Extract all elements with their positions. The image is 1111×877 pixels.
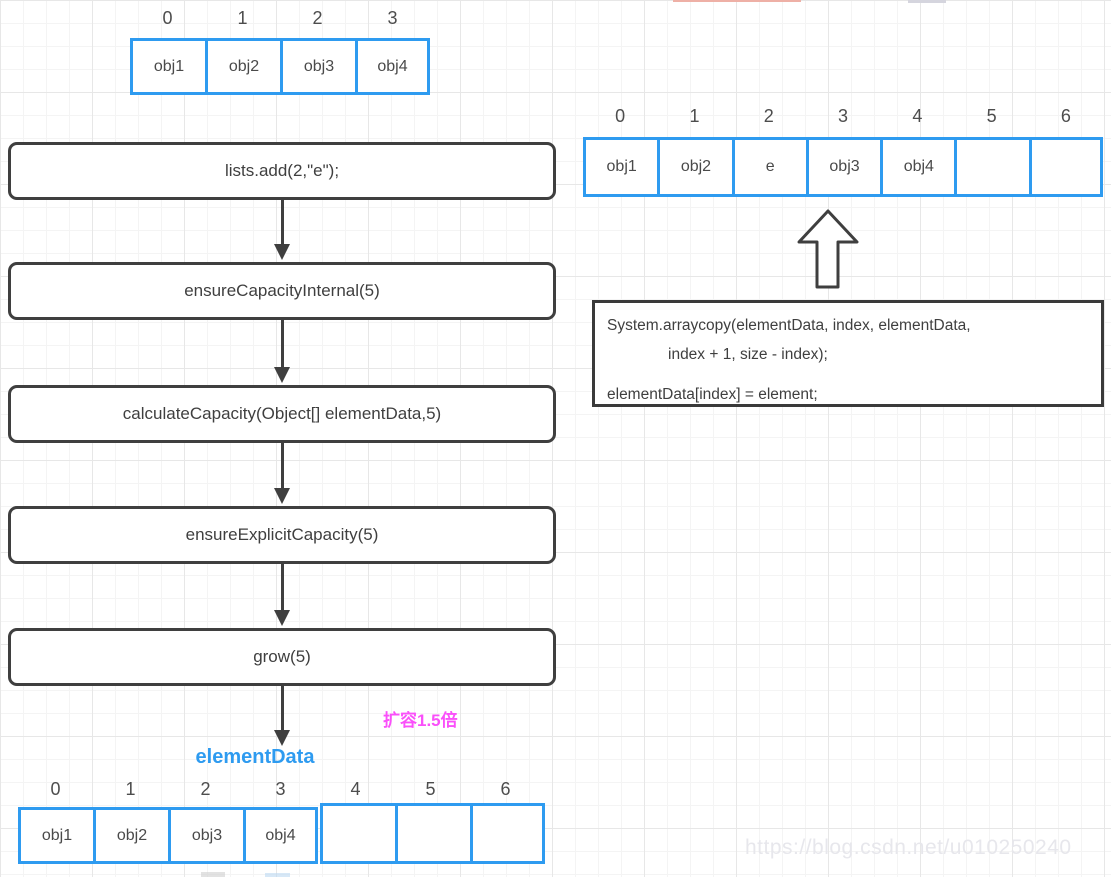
array-cell: obj1 (583, 137, 658, 197)
array-cell: obj2 (657, 137, 732, 197)
bottom-array-old-cells: obj1 obj2 obj3 obj4 (18, 807, 318, 864)
code-line: System.arraycopy(elementData, index, ele… (607, 317, 971, 334)
array-index: 2 (763, 106, 774, 126)
array-cell (470, 803, 545, 864)
array-index: 1 (689, 106, 700, 126)
cutoff-gray-shape (201, 872, 225, 877)
expand-note-label: 扩容1.5倍 (383, 711, 458, 730)
code-line: index + 1, size - index); (668, 346, 828, 363)
code-gap (595, 369, 1101, 380)
bottom-array-index-row: 0 1 2 3 4 5 6 (18, 779, 543, 800)
array-cell: obj2 (205, 38, 280, 95)
flow-step-lists-add: lists.add(2,"e"); (8, 142, 556, 200)
array-index: 4 (350, 779, 361, 799)
down-arrow-icon (280, 443, 284, 488)
down-arrow-icon (280, 686, 284, 730)
up-arrow-icon (797, 209, 859, 289)
array-cell: obj3 (168, 807, 243, 864)
cutoff-gray-shape (908, 0, 946, 3)
array-cell (1028, 137, 1104, 197)
flow-step-label: calculateCapacity(Object[] elementData,5… (122, 404, 442, 423)
bottom-array-new-cells (320, 803, 545, 864)
array-index: 5 (986, 106, 997, 126)
cutoff-red-shape (673, 0, 801, 2)
flow-step-label: ensureCapacityInternal(5) (184, 281, 380, 300)
array-cell (320, 803, 395, 864)
array-cell (954, 137, 1029, 197)
array-index: 3 (275, 779, 286, 799)
array-cell: obj3 (280, 38, 355, 95)
code-line: elementData[index] = element; (607, 386, 818, 403)
array-cell: e (731, 137, 806, 197)
watermark: https://blog.csdn.net/u010250240 (745, 836, 1072, 859)
array-cell: obj4 (355, 38, 430, 95)
array-index: 2 (312, 8, 323, 28)
array-index: 2 (200, 779, 211, 799)
flow-step-calculate-capacity: calculateCapacity(Object[] elementData,5… (8, 385, 556, 443)
flow-step-grow: grow(5) (8, 628, 556, 686)
array-index: 1 (237, 8, 248, 28)
array-cell (395, 803, 470, 864)
array-cell: obj4 (880, 137, 955, 197)
array-cell: obj2 (93, 807, 168, 864)
array-index: 3 (387, 8, 398, 28)
top-left-array: obj1 obj2 obj3 obj4 (130, 38, 430, 95)
array-index: 5 (425, 779, 436, 799)
arraycopy-code-box: System.arraycopy(elementData, index, ele… (592, 300, 1104, 407)
array-index: 4 (912, 106, 923, 126)
element-data-label: elementData (195, 746, 315, 768)
top-right-array: obj1 obj2 e obj3 obj4 (583, 137, 1104, 197)
flow-step-label: lists.add(2,"e"); (224, 161, 340, 180)
array-index: 6 (500, 779, 511, 799)
flow-step-ensure-explicit-capacity: ensureExplicitCapacity(5) (8, 506, 556, 564)
array-cell: obj1 (130, 38, 205, 95)
array-index: 0 (50, 779, 61, 799)
array-index: 6 (1060, 106, 1071, 126)
flow-step-label: ensureExplicitCapacity(5) (185, 525, 379, 544)
flow-step-label: grow(5) (253, 647, 311, 666)
array-index: 1 (125, 779, 136, 799)
array-index: 3 (838, 106, 849, 126)
array-index: 0 (162, 8, 173, 28)
array-cell: obj1 (18, 807, 93, 864)
down-arrow-icon (280, 200, 284, 244)
down-arrow-icon (280, 564, 284, 610)
top-left-array-index-row: 0 1 2 3 (130, 8, 430, 29)
down-arrow-icon (280, 320, 284, 367)
cutoff-blue-shape (265, 873, 290, 877)
array-index: 0 (615, 106, 626, 126)
flow-step-ensure-capacity-internal: ensureCapacityInternal(5) (8, 262, 556, 320)
array-cell: obj4 (243, 807, 318, 864)
top-right-array-index-row: 0 1 2 3 4 5 6 (583, 106, 1103, 127)
array-cell: obj3 (805, 137, 881, 197)
